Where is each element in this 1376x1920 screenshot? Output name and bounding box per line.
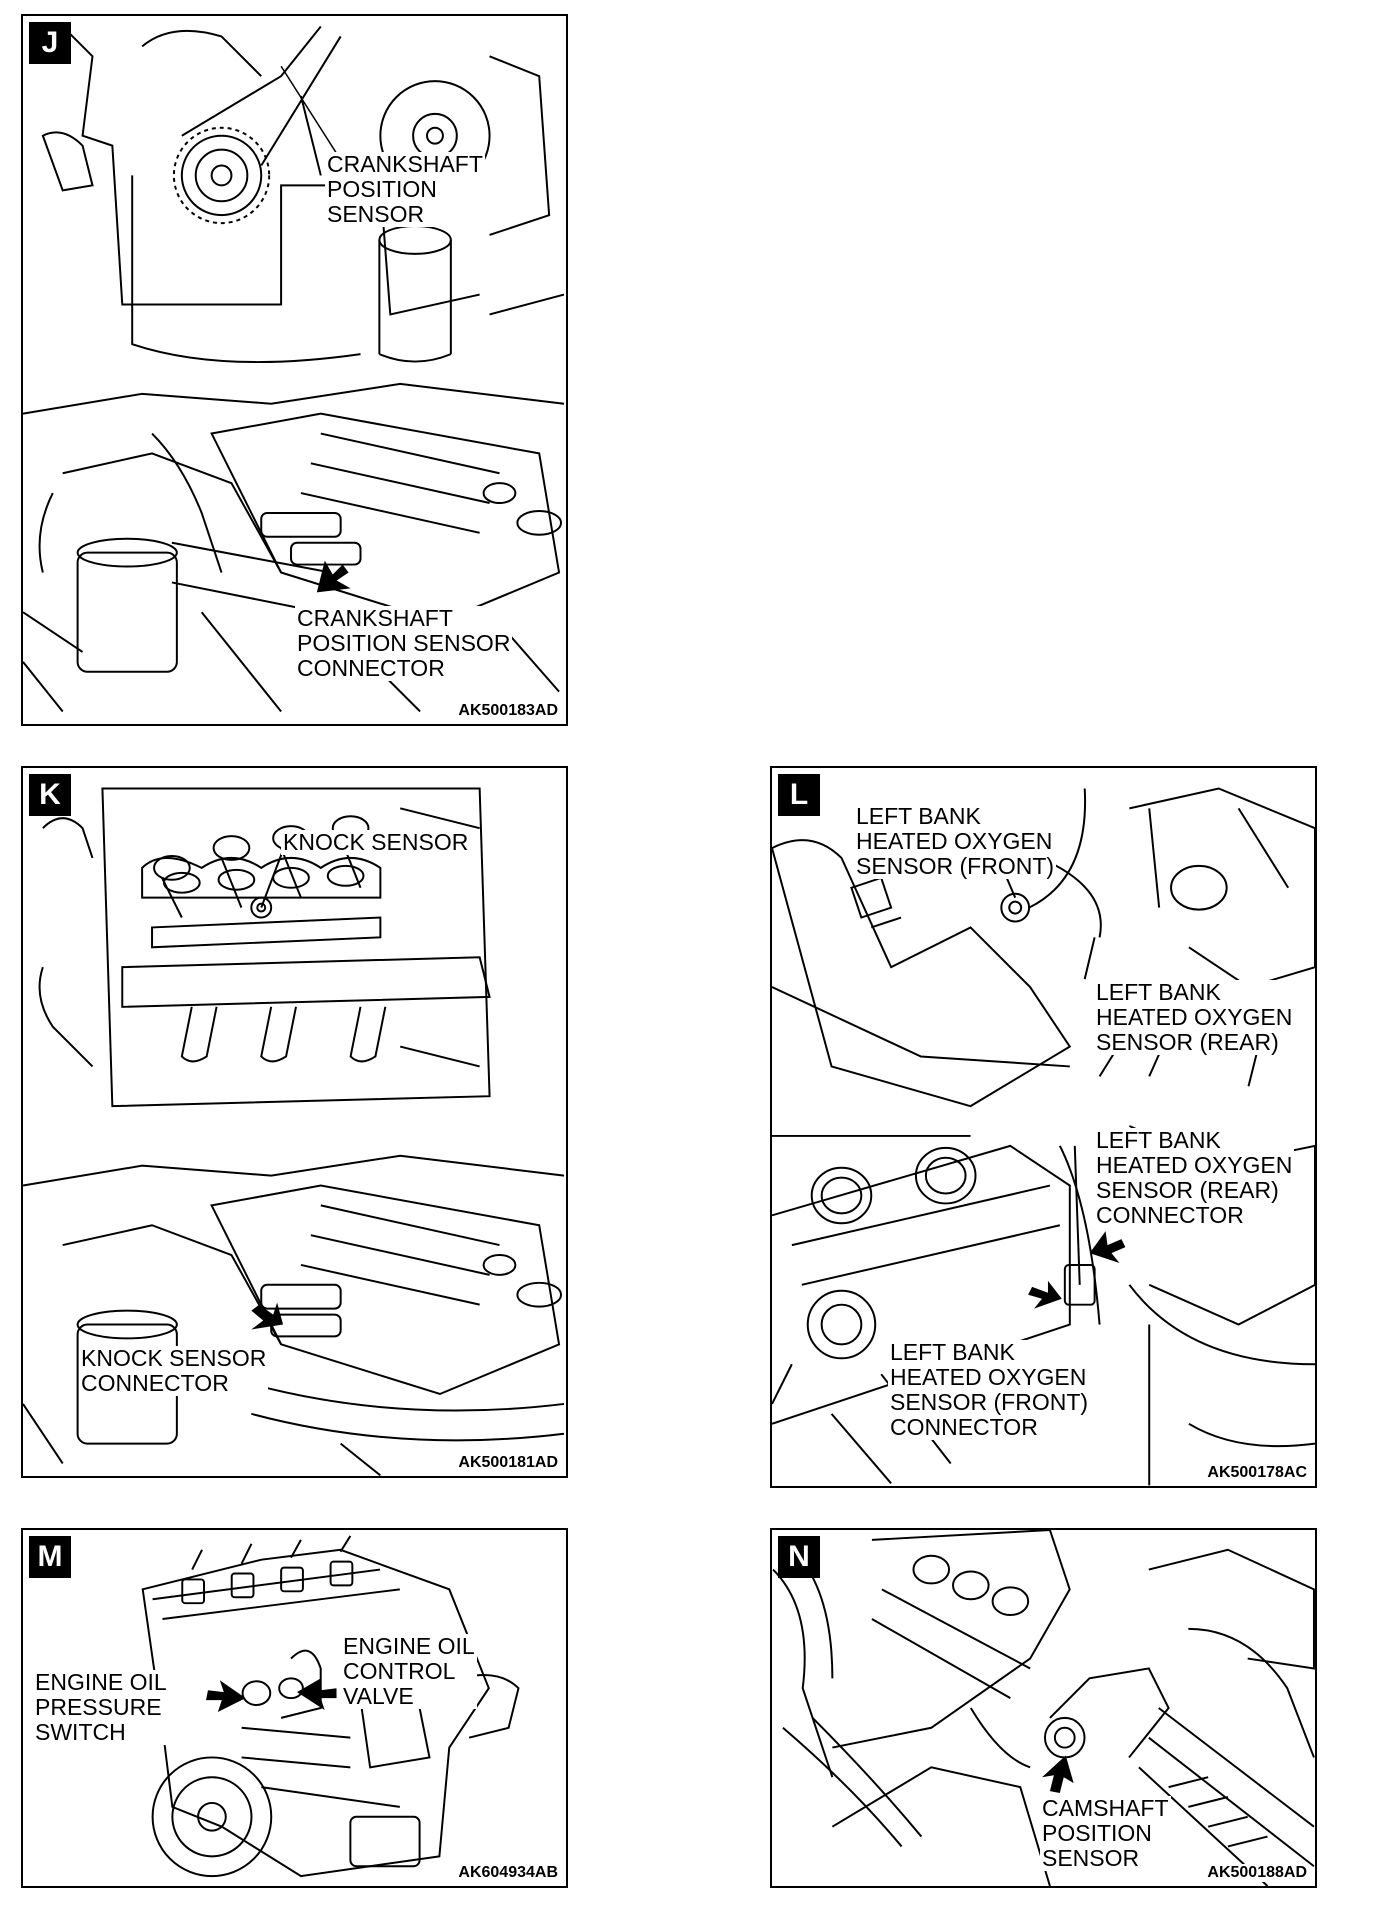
- figure-code: AK500183AD: [456, 702, 560, 720]
- leader-line: [299, 95, 322, 176]
- figure-panel-j: J CRANKSHAFT POSITION SENSOR CRANKSHAFT …: [21, 14, 568, 726]
- figure-code: AK500178AC: [1205, 1464, 1309, 1482]
- figure-code: AK604934AB: [456, 1864, 560, 1882]
- engine-illustration-m: [141, 1535, 520, 1878]
- panel-badge: J: [29, 22, 71, 64]
- left-bank-ho2s-rear-label: LEFT BANK HEATED OXYGEN SENSOR (REAR): [1094, 979, 1295, 1055]
- leader-lines-m: [205, 1678, 337, 1712]
- panel-badge: N: [778, 1536, 820, 1578]
- engine-oil-control-valve-label: ENGINE OIL CONTROL VALVE: [341, 1633, 477, 1709]
- camshaft-position-sensor-label: CAMSHAFT POSITION SENSOR: [1040, 1795, 1171, 1871]
- leader-line: [260, 849, 285, 908]
- arrow-icon: [1028, 1280, 1062, 1309]
- knock-sensor-connector-label: KNOCK SENSOR CONNECTOR: [79, 1345, 269, 1396]
- leader-lines-j: [299, 95, 351, 593]
- panel-badge: K: [29, 774, 71, 816]
- arrow-icon: [1089, 1231, 1126, 1263]
- knock-sensor-label: KNOCK SENSOR: [281, 829, 471, 855]
- figure-panel-k: K KNOCK SENSOR KNOCK SENSOR CONNECTOR AK…: [21, 766, 568, 1478]
- figure-code: AK500188AD: [1205, 1864, 1309, 1882]
- left-bank-ho2s-front-label: LEFT BANK HEATED OXYGEN SENSOR (FRONT): [854, 803, 1057, 879]
- figure-panel-l: L LEFT BANK HEATED OXYGEN SENSOR (FRONT)…: [770, 766, 1317, 1488]
- arrow-icon: [205, 1680, 246, 1712]
- panel-badge: L: [778, 774, 820, 816]
- leader-lines-k: [251, 849, 285, 1330]
- left-bank-ho2s-front-connector-label: LEFT BANK HEATED OXYGEN SENSOR (FRONT) C…: [888, 1339, 1091, 1440]
- engine-illustration-k: [23, 787, 565, 1476]
- arrow-icon: [316, 560, 351, 593]
- crankshaft-position-sensor-label: CRANKSHAFT POSITION SENSOR: [325, 151, 485, 227]
- figure-panel-m: M ENGINE OIL PRESSURE SWITCH ENGINE OIL …: [21, 1528, 568, 1888]
- panel-badge: M: [29, 1536, 71, 1578]
- figure-panel-n: N CAMSHAFT POSITION SENSOR AK500188AD: [770, 1528, 1317, 1888]
- arrow-icon: [251, 1302, 284, 1330]
- leader-lines-n: [1042, 1755, 1074, 1794]
- left-bank-ho2s-rear-connector-label: LEFT BANK HEATED OXYGEN SENSOR (REAR) CO…: [1094, 1127, 1295, 1228]
- engine-oil-pressure-switch-label: ENGINE OIL PRESSURE SWITCH: [33, 1669, 169, 1745]
- arrow-icon: [296, 1678, 337, 1710]
- leader-line: [1083, 937, 1096, 980]
- crankshaft-position-sensor-connector-label: CRANKSHAFT POSITION SENSOR CONNECTOR: [295, 605, 513, 681]
- figure-code: AK500181AD: [456, 1454, 560, 1472]
- arrow-icon: [1042, 1755, 1074, 1794]
